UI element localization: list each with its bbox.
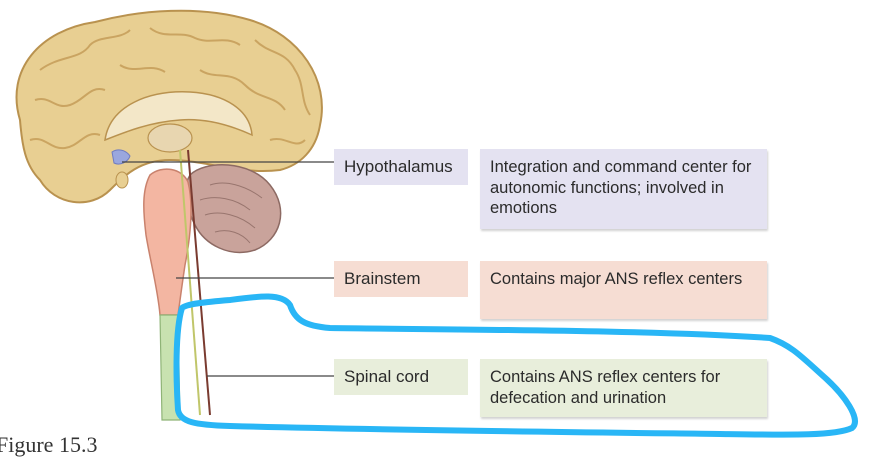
- cerebellum: [184, 164, 282, 254]
- hypothalamus-region: [111, 149, 131, 165]
- pituitary: [115, 171, 129, 189]
- spinal-cord-description: Contains ANS reflex centers for defecati…: [480, 359, 767, 417]
- hypothalamus-label: Hypothalamus: [334, 149, 468, 185]
- hypothalamus-description: Integration and command center for auton…: [480, 149, 767, 229]
- cerebellum-folia: [199, 182, 263, 244]
- spinal-cord-label: Spinal cord: [334, 359, 468, 395]
- cerebrum-gyri: [29, 27, 311, 150]
- spinal-cord: [159, 314, 181, 421]
- brainstem-description: Contains major ANS reflex centers: [480, 261, 767, 319]
- thalamus: [147, 123, 193, 153]
- figure-caption: Figure 15.3: [0, 432, 98, 457]
- corpus-callosum: [104, 91, 253, 142]
- brainstem-label: Brainstem: [334, 261, 468, 297]
